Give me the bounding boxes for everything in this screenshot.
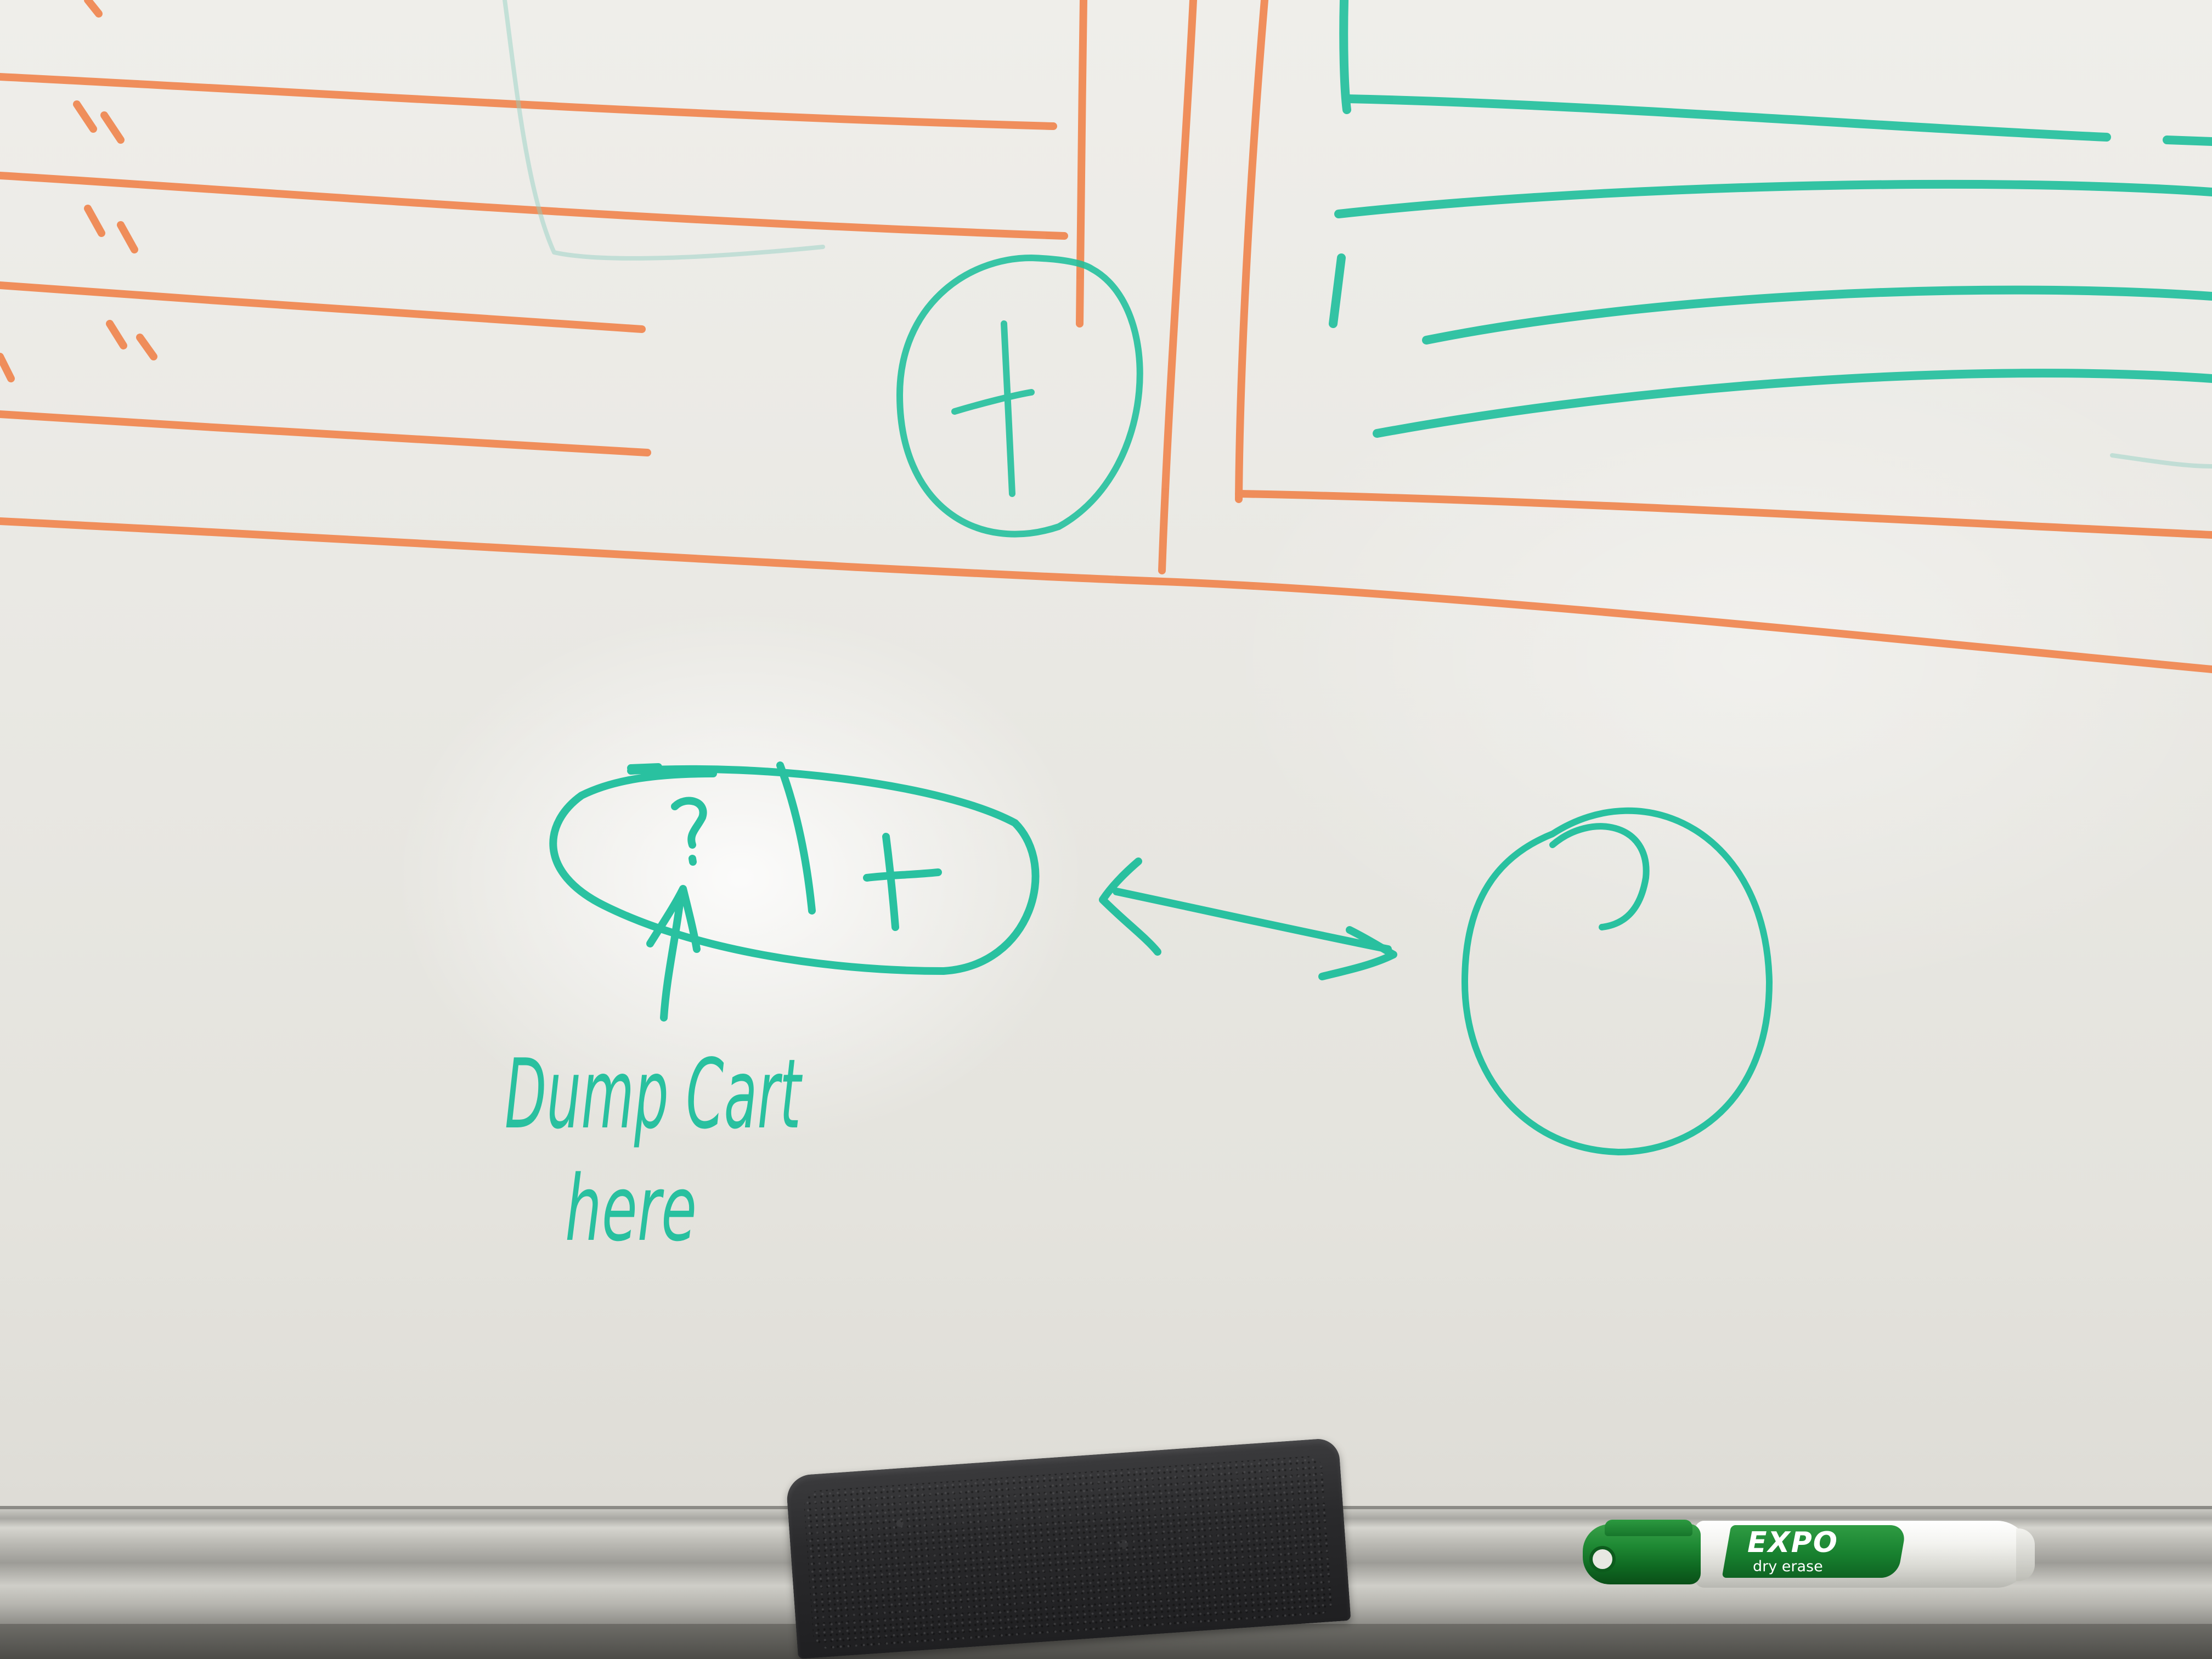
- marker-end-cap: [2016, 1528, 2035, 1581]
- capsule-outline: [549, 765, 1040, 975]
- orange-dash-7: [0, 353, 15, 382]
- ghost-line-2: [2110, 453, 2212, 469]
- orange-dash-2: [100, 111, 125, 144]
- orange-dash-1: [73, 100, 97, 133]
- arrow-up-head: [646, 885, 701, 953]
- marker-brand-logo: EXPO: [1747, 1526, 1838, 1559]
- orange-dash-8: [84, 0, 103, 18]
- teal-line-1b: [2163, 136, 2212, 146]
- capsule-divider: [776, 761, 816, 915]
- teal-short-vertical: [1329, 253, 1346, 328]
- double-arrow-head-right: [1318, 926, 1397, 980]
- orange-dash-3: [84, 205, 105, 237]
- orange-line-top-1: [0, 73, 1057, 130]
- teal-line-3: [1422, 285, 2212, 345]
- orange-line-bottom-right: [1235, 490, 2212, 539]
- capsule-question-dot: [689, 855, 697, 866]
- double-arrow-shaft: [1113, 888, 1392, 953]
- marker-cap-clip: [1605, 1520, 1692, 1536]
- teal-frame-vertical: [1339, 0, 1351, 114]
- marker-subtitle: dry erase: [1753, 1558, 1823, 1575]
- whiteboard-surface: [0, 0, 2212, 1514]
- teal-circle-bottom-curl: [1549, 823, 1650, 930]
- orange-line-top-2: [0, 172, 1068, 240]
- teal-circle-top-plus-h: [951, 389, 1035, 415]
- arrow-up-stem: [660, 896, 684, 1022]
- annotation-line1: Dump Cart: [505, 1039, 803, 1150]
- orange-line-divider-vertical-mid: [1158, 0, 1197, 574]
- teal-circle-top-plus-v: [1001, 320, 1015, 497]
- teal-circle-bottom: [1462, 807, 1773, 1155]
- teal-line-1: [1342, 94, 2111, 142]
- orange-line-long-diagonal: [0, 517, 2212, 673]
- teal-line-4: [1373, 369, 2212, 438]
- marker-cap-ring: [1589, 1546, 1616, 1572]
- expo-marker[interactable]: EXPO dry erase: [1583, 1520, 2035, 1591]
- orange-line-top-4: [0, 410, 651, 456]
- annotation-line2: here: [565, 1156, 697, 1261]
- double-arrow-head-left: [1099, 857, 1161, 956]
- orange-line-top-3: [0, 281, 646, 333]
- whiteboard-eraser[interactable]: [785, 1437, 1351, 1659]
- orange-dash-5: [106, 320, 127, 349]
- capsule-top-stroke: [627, 763, 662, 772]
- teal-circle-top: [896, 255, 1143, 538]
- capsule-plus-v: [882, 833, 899, 931]
- teal-line-2: [1334, 179, 2212, 218]
- orange-dash-6: [136, 334, 157, 360]
- capsule-question: [671, 797, 707, 849]
- orange-dash-4: [117, 221, 138, 253]
- orange-line-divider-vertical-left: [1076, 0, 1087, 328]
- ghost-line-1: [503, 0, 825, 261]
- capsule-plus-h: [863, 868, 942, 882]
- orange-line-divider-vertical-right: [1235, 0, 1268, 503]
